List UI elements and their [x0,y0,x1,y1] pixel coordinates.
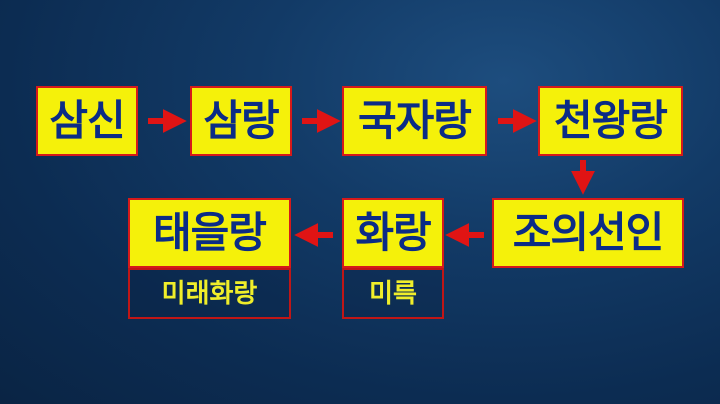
label-hwarang-sub: 미륵 [342,268,444,319]
node-jouiseonin: 조의선인 [492,198,684,268]
node-hwarang: 화랑 [342,198,444,268]
node-gukjarang: 국자랑 [342,86,487,156]
label-taeeullang-sub: 미래화랑 [128,268,291,319]
node-taeeullang: 태을랑 [128,198,291,268]
node-samrang: 삼랑 [190,86,292,156]
node-cheonwangrang: 천왕랑 [538,86,683,156]
node-samsin: 삼신 [36,86,138,156]
